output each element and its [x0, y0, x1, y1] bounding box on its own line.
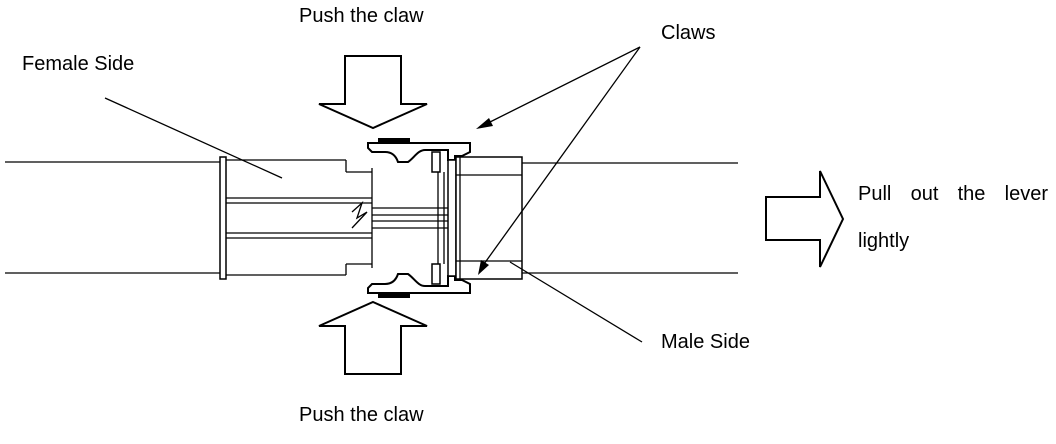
female-side-label: Female Side — [22, 53, 135, 75]
push-claw-top-label: Push the claw — [299, 5, 424, 27]
inner-shaft — [372, 172, 452, 264]
claws-label: Claws — [661, 22, 716, 44]
pull-lever-label-line1: Pull out the lever — [858, 183, 1048, 205]
female-coupling-body — [219, 156, 373, 280]
push-claw-bottom-label: Push the claw — [299, 404, 424, 426]
claws-leader-upper-arrowhead — [476, 118, 493, 129]
male-side-label: Male Side — [661, 331, 750, 353]
pull-right-arrow — [765, 170, 845, 268]
female-side-leader — [104, 97, 283, 179]
claws-leader-lower-arrowhead — [478, 260, 489, 275]
push-down-arrow — [318, 55, 428, 130]
male-side-leader — [509, 261, 643, 343]
claws-leader-lower — [483, 46, 641, 265]
female-hose — [5, 161, 222, 274]
push-up-arrow — [318, 300, 428, 375]
male-hose — [522, 162, 738, 274]
male-coupling-body — [447, 156, 523, 280]
pull-lever-label-line2: lightly — [858, 230, 910, 252]
claws-leader-upper — [485, 46, 641, 125]
